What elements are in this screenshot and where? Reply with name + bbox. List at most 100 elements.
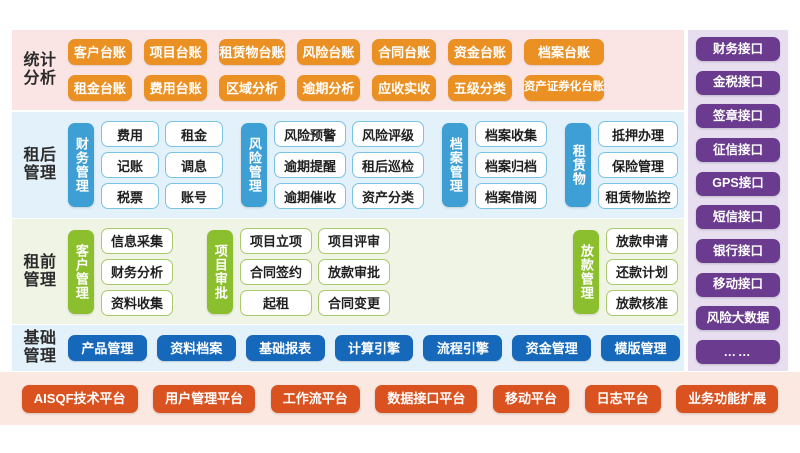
group-customer-management: 客户管理 信息采集 财务分析 资料收集 xyxy=(68,227,173,316)
chip-item[interactable]: 抵押办理 xyxy=(598,121,678,147)
chip-item[interactable]: 合同变更 xyxy=(318,289,390,316)
basic-item[interactable]: 计算引擎 xyxy=(334,335,414,361)
group-items-finance: 费用 租金 记账 调息 税票 账号 xyxy=(101,121,223,209)
interface-item[interactable]: 短信接口 xyxy=(696,205,780,230)
group-tab-project-approval[interactable]: 项目审批 xyxy=(207,229,233,314)
chip-item[interactable]: 项目评审 xyxy=(318,227,390,254)
stat-item[interactable]: 区域分析 xyxy=(219,75,285,101)
chip-item[interactable]: 税票 xyxy=(101,183,159,209)
platform-item[interactable]: AISQF技术平台 xyxy=(21,384,138,413)
chip-item[interactable]: 租赁物监控 xyxy=(598,183,678,209)
group-items-project-approval: 项目立项 项目评审 合同签约 放款审批 起租 合同变更 xyxy=(240,227,390,316)
group-leased-asset: 租赁物 抵押办理 保险管理 租赁物监控 xyxy=(565,121,678,209)
basic-item[interactable]: 产品管理 xyxy=(68,335,147,361)
chip-item[interactable]: 逾期提醒 xyxy=(274,152,346,178)
group-items-archive: 档案收集 档案归档 档案借阅 xyxy=(475,121,547,209)
interface-item[interactable]: 风险大数据 xyxy=(696,306,780,331)
statistics-items: 客户台账 项目台账 租赁物台账 风险台账 合同台账 资金台账 档案台账 租金台账… xyxy=(68,39,684,101)
interface-item[interactable]: 移动接口 xyxy=(696,272,780,297)
group-archive-management: 档案管理 档案收集 档案归档 档案借阅 xyxy=(442,121,547,209)
chip-item[interactable]: 财务分析 xyxy=(101,258,173,285)
chip-item[interactable]: 账号 xyxy=(165,183,223,209)
chip-item[interactable]: 资产分类 xyxy=(352,183,424,209)
chip-item[interactable]: 放款申请 xyxy=(606,227,678,254)
stat-item[interactable]: 租赁物台账 xyxy=(219,39,285,65)
grid-spacer xyxy=(616,75,680,101)
group-items-leased-asset: 抵押办理 保险管理 租赁物监控 xyxy=(598,121,678,209)
basic-item[interactable]: 模版管理 xyxy=(601,335,680,361)
platform-item[interactable]: 业务功能扩展 xyxy=(676,384,779,413)
stat-item[interactable]: 档案台账 xyxy=(523,39,605,65)
stat-item[interactable]: 合同台账 xyxy=(372,39,436,65)
chip-item[interactable]: 费用 xyxy=(101,121,159,147)
group-items-customer: 信息采集 财务分析 资料收集 xyxy=(101,227,173,316)
stat-item[interactable]: 资产证券化台账 xyxy=(523,75,605,101)
basic-item[interactable]: 流程引擎 xyxy=(423,335,503,361)
chip-item[interactable]: 调息 xyxy=(165,152,223,178)
group-finance-management: 财务管理 费用 租金 记账 调息 税票 账号 xyxy=(68,121,223,209)
stat-item[interactable]: 客户台账 xyxy=(68,39,132,65)
stat-item[interactable]: 风险台账 xyxy=(296,39,361,65)
section-statistics: 统计分析 客户台账 项目台账 租赁物台账 风险台账 合同台账 资金台账 档案台账… xyxy=(12,30,684,110)
chip-item[interactable]: 放款审批 xyxy=(318,258,390,285)
chip-item[interactable]: 租金 xyxy=(165,121,223,147)
platform-item[interactable]: 日志平台 xyxy=(584,384,661,413)
interface-item[interactable]: 金税接口 xyxy=(696,70,780,95)
section-platform: AISQF技术平台 用户管理平台 工作流平台 数据接口平台 移动平台 日志平台 … xyxy=(0,372,800,425)
group-tab-risk[interactable]: 风险管理 xyxy=(241,123,267,207)
chip-item[interactable]: 档案借阅 xyxy=(475,183,547,209)
chip-item[interactable]: 租后巡检 xyxy=(352,152,424,178)
section-label-pre-lease: 租前管理 xyxy=(23,253,57,289)
section-pre-lease: 租前管理 客户管理 信息采集 财务分析 资料收集 项目审批 xyxy=(12,219,684,324)
platform-item[interactable]: 工作流平台 xyxy=(270,384,360,413)
chip-item[interactable]: 项目立项 xyxy=(240,227,312,254)
stat-item[interactable]: 应收实收 xyxy=(372,75,436,101)
stat-item[interactable]: 项目台账 xyxy=(143,39,208,65)
chip-item[interactable]: 还款计划 xyxy=(606,258,678,285)
chip-item[interactable]: 逾期催收 xyxy=(274,183,346,209)
group-tab-customer[interactable]: 客户管理 xyxy=(68,229,94,314)
group-tab-disbursement[interactable]: 放款管理 xyxy=(573,229,599,314)
platform-item[interactable]: 用户管理平台 xyxy=(153,384,256,413)
section-label-post-lease: 租后管理 xyxy=(23,147,57,182)
interface-item[interactable]: 征信接口 xyxy=(696,137,780,162)
interface-item[interactable]: GPS接口 xyxy=(696,171,780,196)
stat-item[interactable]: 资金台账 xyxy=(448,39,512,65)
group-tab-finance[interactable]: 财务管理 xyxy=(68,123,94,207)
interface-item-more[interactable]: …… xyxy=(696,339,780,364)
stat-item[interactable]: 五级分类 xyxy=(448,75,512,101)
basic-item[interactable]: 资料档案 xyxy=(156,335,236,361)
group-items-disbursement: 放款申请 还款计划 放款核准 xyxy=(606,227,678,316)
platform-item[interactable]: 数据接口平台 xyxy=(375,384,478,413)
chip-item[interactable]: 保险管理 xyxy=(598,152,678,178)
platform-item[interactable]: 移动平台 xyxy=(492,384,569,413)
chip-item[interactable]: 放款核准 xyxy=(606,289,678,316)
basic-item[interactable]: 基础报表 xyxy=(245,335,325,361)
group-tab-archive[interactable]: 档案管理 xyxy=(442,123,468,207)
interface-item[interactable]: 签章接口 xyxy=(696,104,780,129)
group-disbursement-management: 放款管理 放款申请 还款计划 放款核准 xyxy=(573,227,678,316)
group-tab-leased-asset[interactable]: 租赁物 xyxy=(565,123,591,207)
section-label-statistics: 统计分析 xyxy=(23,52,57,87)
chip-item[interactable]: 记账 xyxy=(101,152,159,178)
section-basic-management: 基础管理 产品管理 资料档案 基础报表 计算引擎 流程引擎 资金管理 模版管理 xyxy=(12,325,684,371)
chip-item[interactable]: 信息采集 xyxy=(101,227,173,254)
chip-item[interactable]: 档案归档 xyxy=(475,152,547,178)
stat-item[interactable]: 费用台账 xyxy=(143,75,208,101)
chip-item[interactable]: 资料收集 xyxy=(101,289,173,316)
chip-item[interactable]: 起租 xyxy=(240,289,312,316)
chip-item[interactable]: 合同签约 xyxy=(240,258,312,285)
interface-item[interactable]: 财务接口 xyxy=(696,37,780,61)
section-post-lease: 租后管理 财务管理 费用 租金 记账 调息 税票 账号 xyxy=(12,112,684,218)
group-project-approval: 项目审批 项目立项 项目评审 合同签约 放款审批 起租 合同变更 xyxy=(207,227,390,316)
section-interfaces: 财务接口 金税接口 签章接口 征信接口 GPS接口 短信接口 银行接口 移动接口… xyxy=(688,30,788,371)
stat-item[interactable]: 租金台账 xyxy=(68,75,132,101)
chip-item[interactable]: 档案收集 xyxy=(475,121,547,147)
chip-item[interactable]: 风险评级 xyxy=(352,121,424,147)
stat-item[interactable]: 逾期分析 xyxy=(296,75,361,101)
chip-item[interactable]: 风险预警 xyxy=(274,121,346,147)
basic-item[interactable]: 资金管理 xyxy=(512,335,592,361)
interface-item[interactable]: 银行接口 xyxy=(696,238,780,263)
group-risk-management: 风险管理 风险预警 风险评级 逾期提醒 租后巡检 逾期催收 资产分类 xyxy=(241,121,424,209)
group-items-risk: 风险预警 风险评级 逾期提醒 租后巡检 逾期催收 资产分类 xyxy=(274,121,424,209)
